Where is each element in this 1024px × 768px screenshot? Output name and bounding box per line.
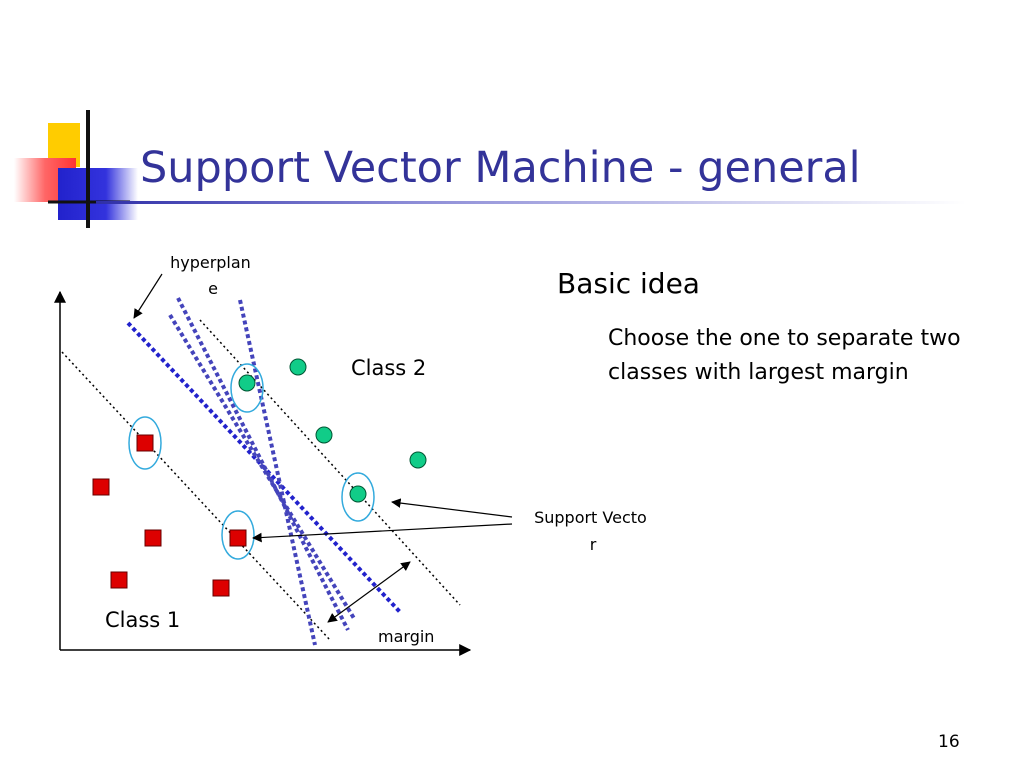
candidate-hyperplane-line [168,313,357,622]
margin-boundary-line-upper [199,319,461,606]
margin-label: margin [378,627,434,646]
support-vector-ring [341,472,375,522]
bullet-heading: Basic idea [557,267,700,300]
page-number: 16 [938,732,960,752]
class1-point [144,529,162,547]
support-vector-ring [230,363,264,413]
class1-label: Class 1 [105,608,180,632]
class1-support-point [136,434,154,452]
margin-boundary-line-lower [61,351,331,641]
margin-arrow [327,561,411,623]
candidate-hyperplane-line [176,297,350,631]
class2-point [315,426,333,444]
support-vector-ring [128,416,162,470]
hyperplane-pointer-arrow [133,273,163,319]
support-vector-pointer-arrow [252,523,513,543]
class1-support-point [229,529,247,547]
slide-title: Support Vector Machine - general [140,143,861,193]
class2-label: Class 2 [351,356,426,380]
class1-point [212,579,230,597]
class2-support-point [349,485,367,503]
candidate-hyperplane-line [238,299,317,646]
support-vector-pointer-arrow [391,498,513,518]
hyperplane-label: hyperplan e [170,253,256,298]
class2-point [409,451,427,469]
title-underline [96,201,966,204]
class1-point [92,478,110,496]
slide-corner-logo-icon [14,110,138,228]
support-vector-label: Support Vecto r [534,508,652,554]
class2-point [289,358,307,376]
bullet-text: Choose the one to separate two classes w… [608,326,961,385]
class1-point [110,571,128,589]
class2-support-point [238,374,256,392]
